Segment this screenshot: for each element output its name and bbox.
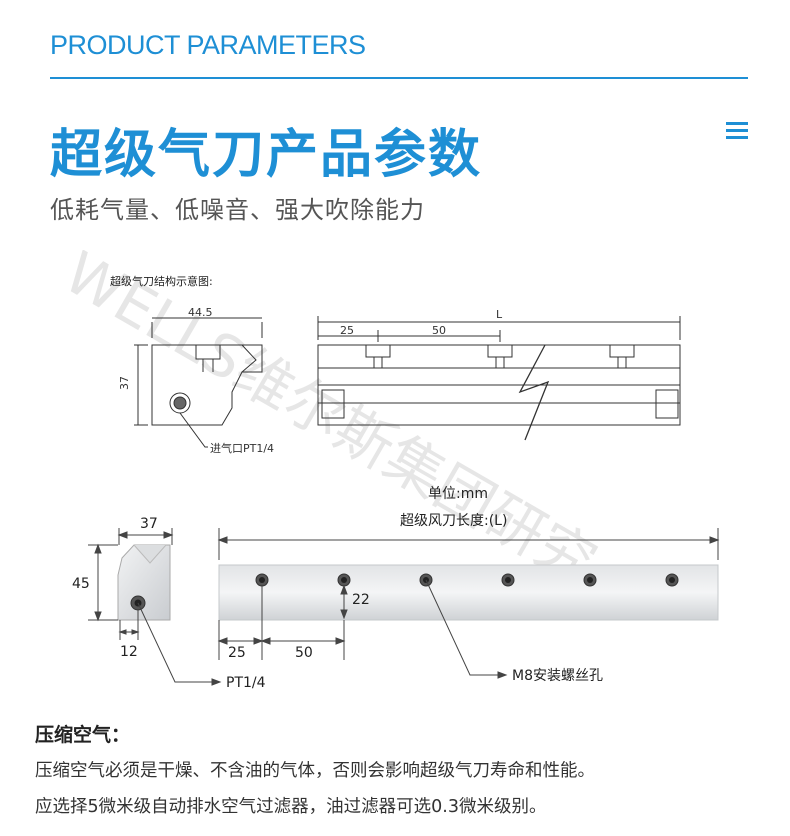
unit-label: 单位:mm [428, 486, 488, 502]
bottom-width-dim: 37 [140, 516, 158, 532]
drawing-caption: 超级气刀结构示意图: [110, 274, 213, 288]
air-section-title: 压缩空气： [35, 724, 131, 746]
top-first-hole-dim: 25 [340, 324, 354, 337]
hole-height-dim: 22 [352, 592, 370, 608]
top-hole-pitch-dim: 50 [432, 324, 446, 337]
bottom-inlet-label: PT1/4 [226, 675, 266, 691]
screw-label: M8安装螺丝孔 [512, 668, 603, 684]
length-label: 超级风刀长度:(L) [400, 513, 507, 529]
top-height-dim: 37 [118, 376, 131, 390]
top-length-dim: L [496, 308, 503, 321]
end-view-top [134, 317, 263, 448]
technical-drawing: WELLS维尔斯集团研究 超级气刀结构示意图: 44.5 37 进气口PT1/4 [53, 250, 720, 691]
menu-icon[interactable] [726, 122, 748, 140]
bottom-offset-dim: 12 [120, 644, 138, 660]
length-dimension [217, 528, 720, 560]
end-block [117, 544, 171, 621]
bottom-height-dim: 45 [72, 576, 90, 592]
air-requirement-line-1: 压缩空气必须是干燥、不含油的气体，否则会影响超级气刀寿命和性能。 [35, 761, 595, 781]
section-title-en: PRODUCT PARAMETERS [50, 30, 366, 60]
end-block-dims [88, 528, 222, 686]
top-width-dim: 44.5 [188, 306, 213, 319]
page-title: 超级气刀产品参数 [50, 125, 483, 185]
bottom-hole-pitch-dim: 50 [295, 645, 313, 661]
bottom-first-hole-dim: 25 [228, 645, 246, 661]
knife-rail [218, 564, 719, 621]
page-subtitle: 低耗气量、低噪音、强大吹除能力 [50, 196, 425, 224]
side-view-top [317, 316, 681, 441]
rail-dims [217, 579, 508, 679]
top-inlet-label: 进气口PT1/4 [210, 441, 274, 455]
title-divider [50, 77, 748, 79]
air-requirement-line-2: 应选择5微米级自动排水空气过滤器，油过滤器可选0.3微米级别。 [35, 797, 547, 817]
